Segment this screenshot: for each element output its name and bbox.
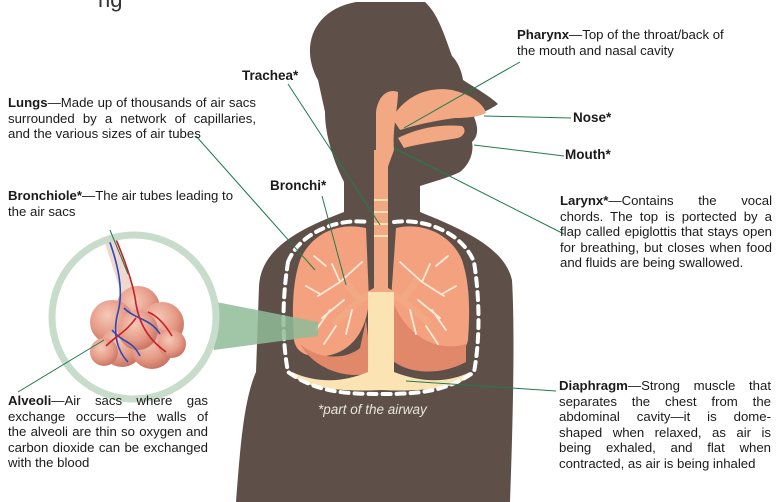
diaphragm-label: Diaphragm—Strong muscle that separates t…	[559, 378, 771, 471]
alveoli-term: Alveoli	[8, 393, 51, 408]
airway-footnote: *part of the airway	[318, 402, 427, 417]
bronchiole-label: Bronchiole*—The air tubes leading to the…	[8, 188, 236, 219]
pharynx-label: Pharynx—Top of the throat/back of the mo…	[517, 27, 727, 58]
alveoli-magnifier	[52, 228, 216, 399]
pharynx-term: Pharynx	[517, 27, 569, 42]
trachea-tube	[374, 150, 388, 290]
heading-fragment: ng	[98, 0, 122, 13]
bronchi-label: Bronchi*	[270, 178, 326, 193]
mouth-label: Mouth*	[565, 147, 611, 162]
bronchiole-term: Bronchiole*	[8, 188, 82, 203]
alveoli-label: Alveoli—Air sacs where gas exchange occu…	[8, 393, 208, 471]
lungs-label: Lungs—Made up of thousands of air sacs s…	[8, 95, 256, 142]
lungs-term: Lungs	[8, 95, 48, 110]
trachea-label: Trachea*	[242, 68, 298, 83]
nose-label: Nose*	[573, 110, 611, 125]
larynx-term: Larynx*	[560, 193, 608, 208]
diaphragm-term: Diaphragm	[559, 378, 628, 393]
larynx-label: Larynx*—Contains the vocal chords. The t…	[560, 193, 772, 271]
